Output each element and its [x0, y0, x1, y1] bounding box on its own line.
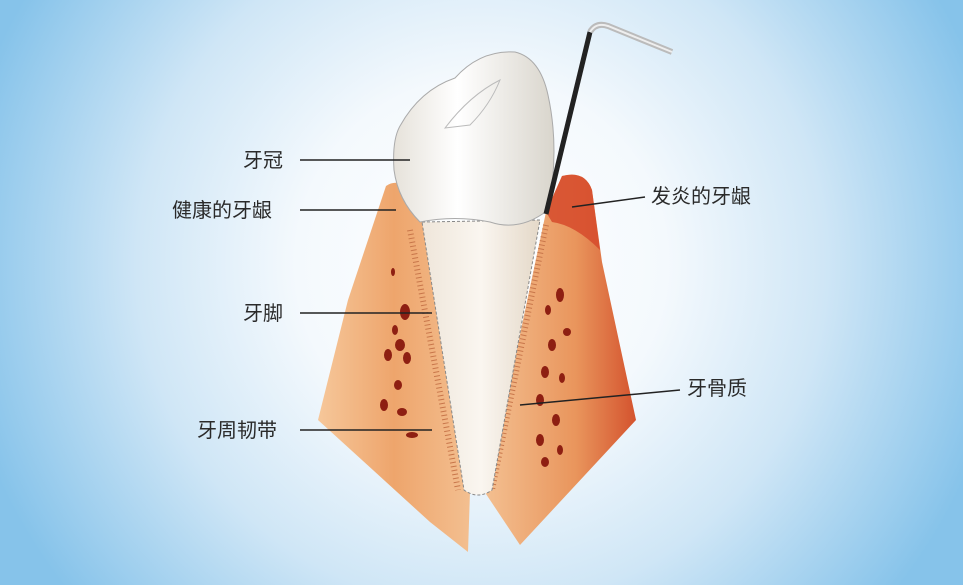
inflamed-gum: [546, 174, 600, 250]
label-healthy-gum: 健康的牙龈: [172, 198, 272, 222]
label-root: 牙脚: [243, 301, 283, 325]
tooth-crown: [393, 51, 555, 226]
periodontal-probe: [543, 21, 674, 215]
label-periodontal-ligament: 牙周韧带: [197, 418, 277, 442]
label-crown: 牙冠: [243, 148, 283, 172]
leader-lines: [300, 159, 681, 431]
bone-marrow-spots: [380, 268, 571, 467]
tooth-root: [421, 219, 541, 496]
label-inflamed-gum: 发炎的牙龈: [651, 184, 751, 208]
right-bone: [486, 174, 636, 545]
label-cementum: 牙骨质: [687, 376, 747, 400]
